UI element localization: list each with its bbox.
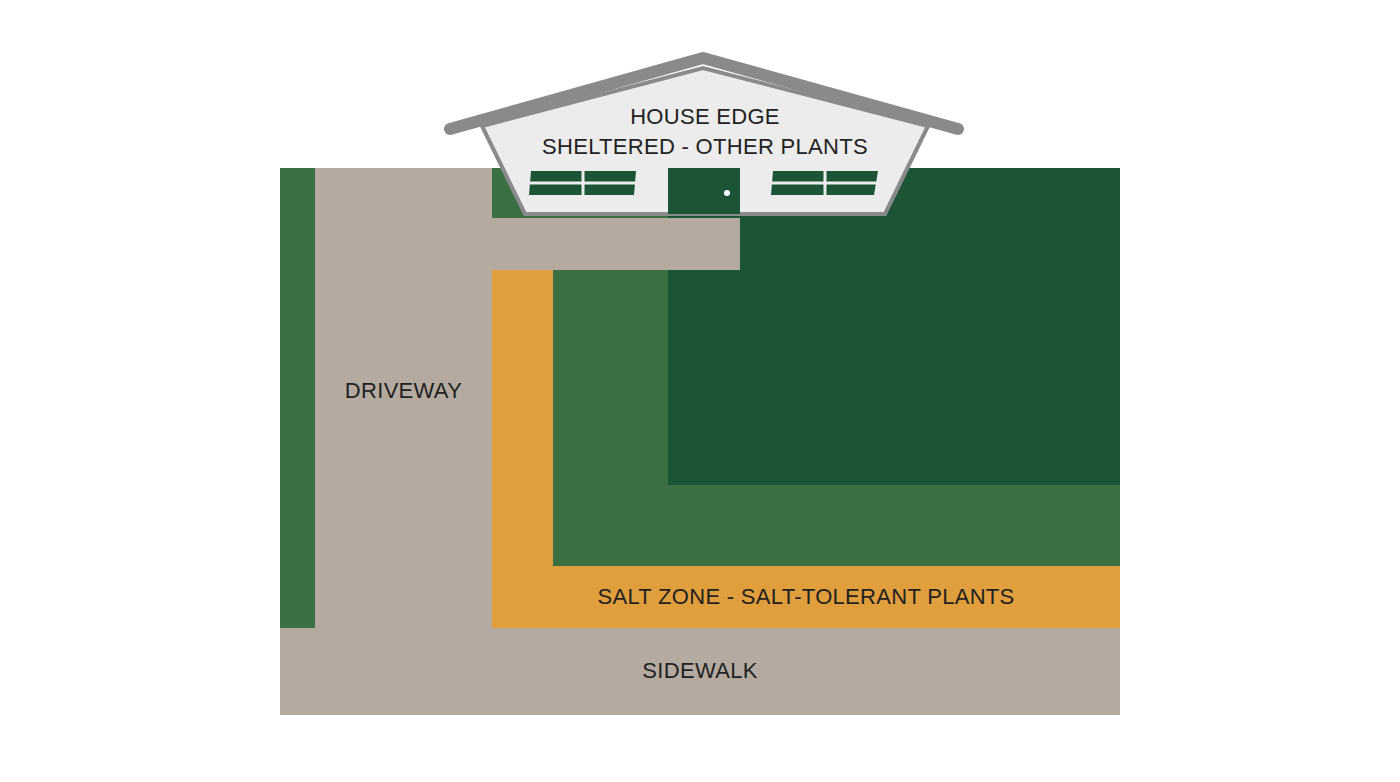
lawn [280, 168, 1120, 715]
sidewalk-label: SIDEWALK [642, 658, 757, 684]
driveway-surface [315, 168, 492, 628]
salt-zone-label: SALT ZONE - SALT-TOLERANT PLANTS [597, 584, 1014, 610]
door [668, 168, 740, 214]
house-body [482, 68, 928, 214]
house-sublabel: SHELTERED - OTHER PLANTS [542, 134, 868, 160]
driveway-band: DRIVEWAY [315, 168, 492, 628]
door-knob [724, 190, 730, 196]
house-node: HOUSE EDGE SHELTERED - OTHER PLANTS [480, 98, 930, 164]
sidewalk-band: SIDEWALK [280, 628, 1120, 715]
roof [450, 58, 958, 129]
front-walk [668, 232, 740, 270]
house-label: HOUSE EDGE [630, 104, 780, 130]
left-strip [280, 168, 315, 628]
salt-zone-band [492, 270, 1120, 628]
sidewalk-surface [280, 628, 1120, 715]
front-walk [492, 218, 740, 270]
salt-zone: SALT ZONE - SALT-TOLERANT PLANTS [492, 566, 1120, 628]
driveway-label: DRIVEWAY [345, 378, 462, 404]
